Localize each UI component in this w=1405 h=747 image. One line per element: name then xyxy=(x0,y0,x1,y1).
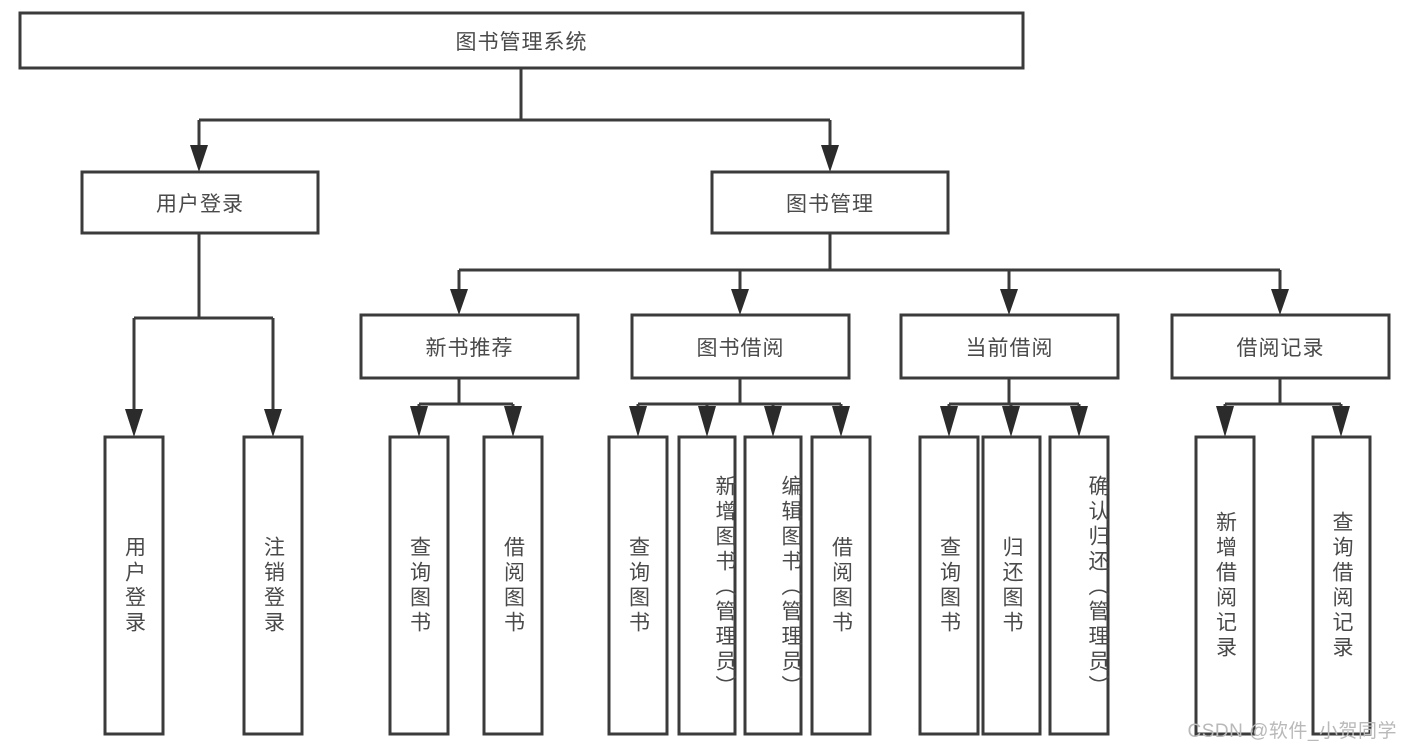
connector-group-user-login-to-leaves xyxy=(125,233,282,437)
arrow-head-icon xyxy=(1000,289,1018,315)
arrow-head-icon xyxy=(629,406,647,437)
connector-group-borrowrecord-to-leaves xyxy=(1216,378,1350,437)
node-box-leaf-return-book[interactable] xyxy=(981,435,1042,736)
node-box-leaf-borrow-book-2[interactable] xyxy=(810,435,872,736)
arrow-head-icon xyxy=(731,289,749,315)
node-box-leaf-query-book-1[interactable] xyxy=(388,435,450,736)
arrow-head-icon xyxy=(1332,406,1350,437)
arrow-head-icon xyxy=(450,289,468,315)
node-box-leaf-query-borrow-record[interactable] xyxy=(1311,435,1372,736)
arrow-head-icon xyxy=(504,406,522,437)
arrow-head-icon xyxy=(125,409,143,437)
node-box-current-borrow[interactable] xyxy=(899,313,1120,380)
arrow-head-icon xyxy=(1070,406,1088,437)
arrow-head-icon xyxy=(764,406,782,437)
node-box-leaf-confirm-return[interactable] xyxy=(1048,435,1110,736)
arrow-head-icon xyxy=(832,406,850,437)
node-box-book-management[interactable] xyxy=(710,170,950,235)
arrow-head-icon xyxy=(698,406,716,437)
arrow-head-icon xyxy=(410,406,428,437)
node-box-leaf-borrow-book-1[interactable] xyxy=(482,435,544,736)
node-box-leaf-logout[interactable] xyxy=(242,435,304,736)
node-box-leaf-add-borrow-record[interactable] xyxy=(1194,435,1256,736)
node-box-new-book-recommend[interactable] xyxy=(359,313,580,380)
arrow-head-icon xyxy=(190,145,208,172)
arrow-head-icon xyxy=(264,409,282,437)
connector-group-currentborrow-to-leaves xyxy=(940,378,1088,437)
connector-group-bookborrow-to-leaves xyxy=(629,378,850,437)
node-box-leaf-query-book-3[interactable] xyxy=(918,435,980,736)
connector-group-newbook-to-leaves xyxy=(410,378,522,437)
connector-group-root-to-level2 xyxy=(190,68,839,172)
arrow-head-icon xyxy=(821,145,839,172)
arrow-head-icon xyxy=(1271,289,1289,315)
connector-group-book-mgmt-to-level3 xyxy=(450,233,1289,315)
node-box-leaf-query-book-2[interactable] xyxy=(607,435,669,736)
node-box-user-login[interactable] xyxy=(80,170,320,235)
node-box-borrow-record[interactable] xyxy=(1170,313,1391,380)
node-box-leaf-edit-book[interactable] xyxy=(743,435,803,736)
arrow-head-icon xyxy=(1002,406,1020,437)
node-box-leaf-add-book[interactable] xyxy=(677,435,737,736)
node-box-root[interactable] xyxy=(18,11,1025,70)
arrow-head-icon xyxy=(940,406,958,437)
node-box-leaf-user-login[interactable] xyxy=(103,435,165,736)
arrow-head-icon xyxy=(1216,406,1234,437)
node-box-book-borrow[interactable] xyxy=(630,313,851,380)
